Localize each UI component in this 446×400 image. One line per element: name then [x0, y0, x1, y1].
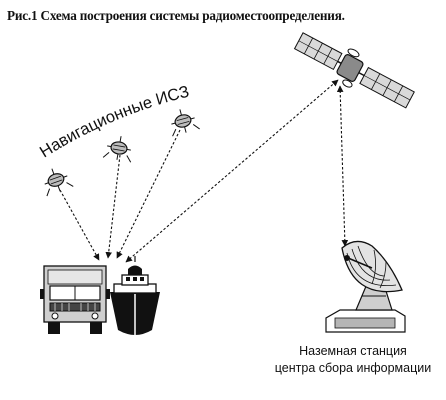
ship-icon — [110, 256, 160, 336]
figure-title: Рис.1 Схема построения системы радиомест… — [7, 8, 345, 23]
truck-icon — [40, 265, 110, 334]
ground-station-label-line2: центра сбора информации — [274, 361, 432, 375]
satellite-icon — [44, 168, 74, 197]
signal-line-sat2 — [105, 154, 121, 259]
signal-line-uplink — [125, 79, 339, 263]
satellite-icon — [102, 136, 132, 163]
radar-dish-icon — [325, 240, 406, 333]
ground-station-label-line1: Наземная станция — [299, 344, 407, 358]
signal-line-sat1 — [59, 189, 100, 261]
signal-lines — [59, 79, 349, 263]
signal-line-station — [336, 85, 349, 247]
communication-satellite-icon — [293, 32, 415, 109]
satellite-icon — [171, 109, 200, 137]
